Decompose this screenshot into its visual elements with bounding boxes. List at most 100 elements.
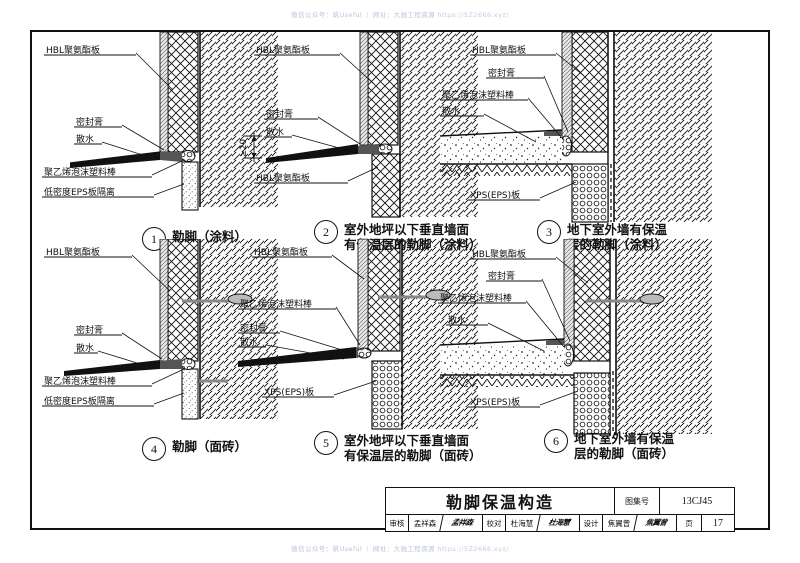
backer-rod-5: [356, 347, 372, 359]
dimension-marker-2: ≥20: [239, 132, 262, 162]
detail-3-number: 3: [537, 220, 561, 244]
backer-rod-6: [562, 343, 574, 367]
ground-hatch-6: [440, 376, 574, 387]
insulation-board-2-upper: [368, 32, 398, 145]
detail-1-label-3: 聚乙烯泡沫塑料棒: [44, 166, 116, 178]
detail-6-label-3: 散水: [448, 314, 466, 326]
detail-1-label-4: 低密度EPS板隔离: [44, 186, 115, 198]
atlas-number-label: 图集号: [614, 488, 659, 515]
anchor-callout-6: [586, 293, 665, 305]
backer-rod-4: [180, 358, 196, 370]
detail-2-label-0: HBL聚氨酯板: [256, 44, 310, 56]
detail-3-label-3: 散水: [442, 105, 460, 117]
concrete-apron-3: [440, 136, 562, 164]
detail-4-caption: 4 勒脚（面砖）: [142, 437, 247, 461]
detail-3-label-4: XPS(EPS)板: [470, 189, 520, 201]
check-signature: 杜海慧: [536, 515, 581, 531]
detail-4-label-2: 散水: [76, 342, 94, 354]
review-signature: 孟祥森: [439, 515, 484, 531]
detail-drawing-3: HBL聚氨酯板 密封膏 聚乙烯泡沫塑料棒 散水 XPS(EPS)板 3 地下室外…: [432, 32, 712, 257]
detail-drawing-4: HBL聚氨酯板 密封膏 散水 聚乙烯泡沫塑料棒 低密度EPS板隔离 4 勒脚（面…: [32, 239, 278, 469]
xps-board-3: [572, 164, 608, 222]
watermark-site-name: 大驰工程资源: [393, 11, 435, 19]
detail-2-dimension: ≥20: [239, 139, 249, 157]
watermark-url: https://5Z2666.xyz/: [437, 11, 509, 19]
title-block-bottom-row: 审核 孟祥森 孟祥森 校对 杜海慧 杜海慧 设计 焦翼曾 焦翼曾 页 17: [386, 515, 734, 531]
watermark-url-2: https://5Z2666.xyz/: [437, 545, 509, 553]
design-label: 设计: [579, 515, 602, 531]
detail-4-label-4: 低密度EPS板隔离: [44, 395, 115, 407]
render-layer-2: [360, 32, 368, 145]
eps-isolation-strip-1: [182, 162, 198, 210]
detail-2-label-3: HBL聚氨酯板: [256, 172, 310, 184]
detail-5-label-4: XPS(EPS)板: [264, 386, 314, 398]
detail-4-label-1: 密封膏: [76, 324, 103, 336]
drawing-sheet-frame: HBL聚氨酯板 密封膏 散水 聚乙烯泡沫塑料棒 低密度EPS板隔离 1 勒脚（涂…: [30, 30, 770, 530]
check-name: 杜海慧: [505, 515, 538, 531]
backer-rod-1: [180, 150, 196, 162]
render-layer-5: [358, 239, 368, 351]
detail-drawing-5: HBL聚氨酯板 聚乙烯泡沫塑料棒 密封膏 散水 XPS(EPS)板 5 室外地坪…: [232, 239, 482, 469]
detail-3-figure: HBL聚氨酯板 密封膏 聚乙烯泡沫塑料棒 散水 XPS(EPS)板: [439, 32, 712, 223]
watermark-site-label-2: 网址：: [372, 545, 394, 553]
watermark-account: 筑Useful: [332, 11, 363, 19]
watermark-bottom: 微信公众号：筑Useful|网址：大驰工程资源 https://5Z2666.x…: [0, 543, 800, 553]
page-value: 17: [701, 515, 734, 531]
detail-6-number: 6: [544, 429, 568, 453]
apron-slab-1: [70, 152, 160, 168]
detail-1-label-1: 密封膏: [76, 116, 103, 128]
detail-5-figure: HBL聚氨酯板 聚乙烯泡沫塑料棒 密封膏 散水 XPS(EPS)板: [238, 239, 478, 430]
watermark-prefix: 微信公众号：: [291, 11, 333, 19]
detail-6-label-2: 聚乙烯泡沫塑料棒: [440, 292, 512, 304]
watermark-separator-2: |: [366, 545, 369, 553]
detail-6-label-1: 密封膏: [488, 270, 515, 282]
detail-3-label-0: HBL聚氨酯板: [472, 44, 526, 56]
atlas-number-value: 13CJ45: [659, 488, 734, 515]
detail-6-figure: HBL聚氨酯板 密封膏 聚乙烯泡沫塑料棒 散水 XPS(EPS)板: [438, 239, 712, 435]
title-block-top-row: 勒脚保温构造 图集号 13CJ45: [386, 488, 734, 516]
backer-rod-2: [377, 143, 393, 155]
detail-5-label-2: 密封膏: [240, 322, 267, 334]
anchor-callout-5: [378, 289, 451, 301]
review-name: 孟祥森: [408, 515, 441, 531]
check-label: 校对: [482, 515, 505, 531]
sealant-bead-1: [160, 152, 182, 162]
backer-rod-3: [560, 135, 572, 157]
render-layer-4: [160, 239, 168, 361]
detail-6-caption: 6 地下室外墙有保温 层的勒脚（面砖）: [544, 429, 674, 461]
detail-4-number: 4: [142, 437, 166, 461]
sealant-bead-2: [356, 144, 379, 154]
design-signature: 焦翼曾: [633, 515, 678, 531]
detail-2-label-1: 密封膏: [266, 108, 293, 120]
render-layer-1: [160, 32, 168, 152]
ground-hatch-3: [440, 165, 572, 176]
detail-4-caption-text: 勒脚（面砖）: [172, 439, 248, 454]
detail-2-figure: ≥20 HBL聚氨酯板 密封膏 散水 HBL聚氨酯板: [239, 32, 478, 218]
anchor-callout-4a: [182, 293, 253, 305]
watermark-account-2: 筑Useful: [332, 545, 363, 553]
detail-2-number: 2: [314, 220, 338, 244]
detail-3-label-2: 聚乙烯泡沫塑料棒: [442, 89, 514, 101]
detail-5-label-3: 散水: [240, 336, 258, 348]
detail-5-caption: 5 室外地坪以下垂直墙面 有保温层的勒脚（面砖）: [314, 431, 482, 463]
watermark-top: 微信公众号：筑Useful|网址：大驰工程资源 https://5Z2666.x…: [0, 9, 800, 19]
drawing-title: 勒脚保温构造: [445, 493, 554, 513]
design-name: 焦翼曾: [602, 515, 635, 531]
xps-board-6: [574, 373, 610, 434]
detail-drawing-1: HBL聚氨酯板 密封膏 散水 聚乙烯泡沫塑料棒 低密度EPS板隔离 1 勒脚（涂…: [32, 32, 278, 257]
insulation-board-1: [168, 32, 198, 152]
title-block: 勒脚保温构造 图集号 13CJ45 审核 孟祥森 孟祥森 校对 杜海慧 杜海慧 …: [385, 487, 735, 532]
page-label: 页: [676, 515, 701, 531]
insulation-board-3: [572, 32, 608, 152]
apron-slab-5: [238, 347, 356, 367]
detail-5-caption-text: 室外地坪以下垂直墙面 有保温层的勒脚（面砖）: [344, 433, 482, 463]
detail-1-figure: HBL聚氨酯板 密封膏 散水 聚乙烯泡沫塑料棒 低密度EPS板隔离: [42, 32, 278, 211]
detail-4-label-0: HBL聚氨酯板: [46, 246, 100, 258]
detail-drawing-6: HBL聚氨酯板 密封膏 聚乙烯泡沫塑料棒 散水 XPS(EPS)板 6 地下室外…: [432, 239, 712, 469]
detail-5-number: 5: [314, 431, 338, 455]
detail-2-label-2: 散水: [266, 126, 284, 138]
apron-slab-2: [266, 144, 358, 163]
concrete-apron-6: [440, 345, 564, 375]
sealant-bead-4: [160, 359, 182, 369]
